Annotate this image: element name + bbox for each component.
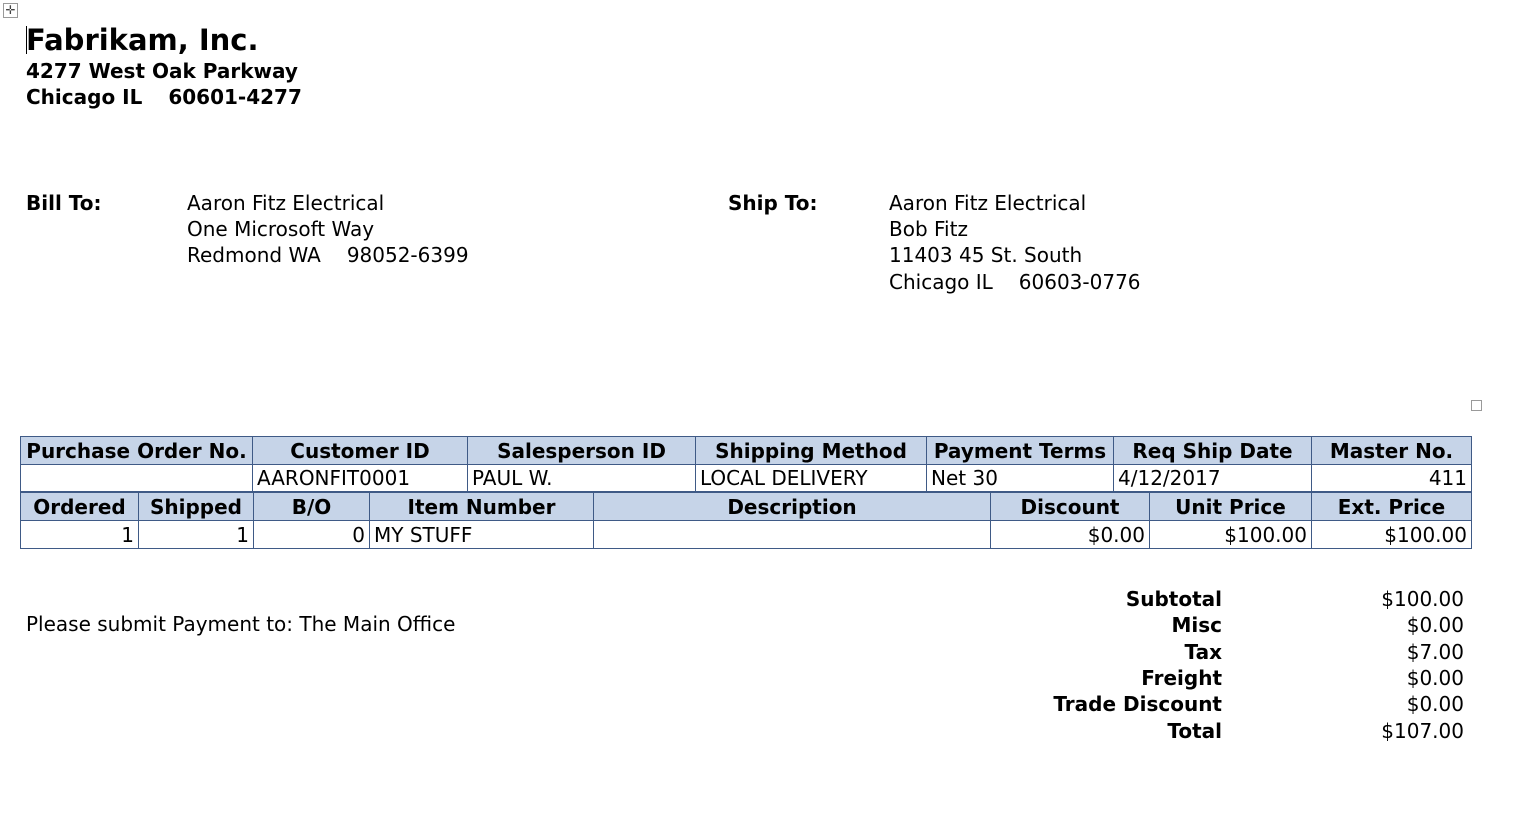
freight-value: $0.00: [1406, 666, 1464, 690]
bill-to-name: Aaron Fitz Electrical: [187, 191, 385, 215]
total-value: $107.00: [1381, 719, 1464, 743]
header-po-number: Purchase Order No.: [20, 436, 253, 465]
line-items-header-row: Ordered Shipped B/O Item Number Descript…: [20, 492, 1472, 521]
value-salesperson-id[interactable]: PAUL W.: [467, 464, 696, 492]
trade-discount-label: Trade Discount: [1053, 692, 1222, 716]
company-zip: 60601-4277: [168, 85, 302, 109]
subtotal-label: Subtotal: [1125, 587, 1222, 611]
header-customer-id: Customer ID: [252, 436, 468, 465]
bill-to-street: One Microsoft Way: [187, 217, 375, 241]
value-master-no[interactable]: 411: [1311, 464, 1472, 492]
cell-backorder[interactable]: 0: [253, 520, 370, 549]
cell-description[interactable]: [593, 520, 991, 549]
company-street: 4277 West Oak Parkway: [26, 59, 298, 83]
ship-to-city-state: Chicago IL: [889, 270, 993, 294]
header-shipping-method: Shipping Method: [695, 436, 927, 465]
cell-ordered[interactable]: 1: [20, 520, 139, 549]
table-row: 1 1 0 MY STUFF $0.00 $100.00 $100.00: [20, 520, 1472, 549]
ship-to-label: Ship To:: [728, 191, 818, 215]
trade-discount-value: $0.00: [1406, 692, 1464, 716]
tax-label: Tax: [1184, 640, 1222, 664]
header-payment-terms: Payment Terms: [926, 436, 1114, 465]
ship-to-name: Aaron Fitz Electrical: [889, 191, 1087, 215]
ship-to-contact: Bob Fitz: [889, 217, 968, 241]
header-discount: Discount: [990, 492, 1150, 521]
cell-unit-price[interactable]: $100.00: [1149, 520, 1312, 549]
text-cursor: [26, 26, 27, 54]
order-values-row: AARONFIT0001 PAUL W. LOCAL DELIVERY Net …: [20, 464, 1472, 492]
header-req-ship-date: Req Ship Date: [1113, 436, 1312, 465]
order-header-row: Purchase Order No. Customer ID Salespers…: [20, 436, 1472, 465]
line-items-table: Ordered Shipped B/O Item Number Descript…: [20, 492, 1472, 549]
cell-shipped[interactable]: 1: [138, 520, 254, 549]
table-resize-handle-icon[interactable]: [1471, 400, 1482, 411]
header-master-no: Master No.: [1311, 436, 1472, 465]
cell-ext-price[interactable]: $100.00: [1311, 520, 1472, 549]
ship-to-street: 11403 45 St. South: [889, 243, 1083, 267]
value-shipping-method[interactable]: LOCAL DELIVERY: [695, 464, 927, 492]
bill-to-label: Bill To:: [26, 191, 102, 215]
bill-to-city-line: Redmond WA 98052-6399: [187, 243, 469, 267]
company-city-line: Chicago IL 60601-4277: [26, 85, 302, 109]
header-salesperson-id: Salesperson ID: [467, 436, 696, 465]
misc-value: $0.00: [1406, 613, 1464, 637]
cell-discount[interactable]: $0.00: [990, 520, 1150, 549]
value-payment-terms[interactable]: Net 30: [926, 464, 1114, 492]
table-move-handle-icon[interactable]: ✛: [3, 3, 18, 18]
header-unit-price: Unit Price: [1149, 492, 1312, 521]
value-req-ship-date[interactable]: 4/12/2017: [1113, 464, 1312, 492]
company-name: Fabrikam, Inc.: [26, 23, 259, 57]
tax-value: $7.00: [1406, 640, 1464, 664]
subtotal-value: $100.00: [1381, 587, 1464, 611]
order-header-table: Purchase Order No. Customer ID Salespers…: [20, 436, 1472, 492]
value-po-number[interactable]: [20, 464, 253, 492]
payment-note: Please submit Payment to: The Main Offic…: [26, 612, 456, 636]
freight-label: Freight: [1141, 666, 1222, 690]
header-backorder: B/O: [253, 492, 370, 521]
header-ordered: Ordered: [20, 492, 139, 521]
misc-label: Misc: [1171, 613, 1222, 637]
total-label: Total: [1167, 719, 1222, 743]
ship-to-city-line: Chicago IL 60603-0776: [889, 270, 1141, 294]
header-description: Description: [593, 492, 991, 521]
header-ext-price: Ext. Price: [1311, 492, 1472, 521]
company-city-state: Chicago IL: [26, 85, 143, 109]
header-item-number: Item Number: [369, 492, 594, 521]
cell-item-number[interactable]: MY STUFF: [369, 520, 594, 549]
bill-to-city-state: Redmond WA: [187, 243, 321, 267]
header-shipped: Shipped: [138, 492, 254, 521]
value-customer-id[interactable]: AARONFIT0001: [252, 464, 468, 492]
bill-to-zip: 98052-6399: [346, 243, 469, 267]
ship-to-zip: 60603-0776: [1018, 270, 1141, 294]
